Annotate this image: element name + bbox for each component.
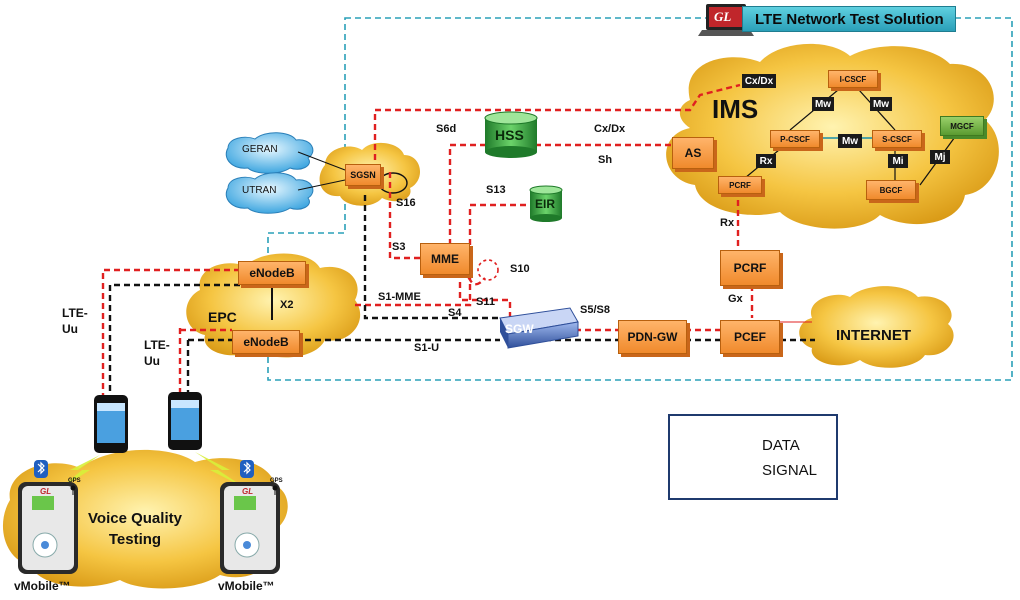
vmobile-logo-right: GL <box>242 487 254 496</box>
iface-gx: Gx <box>728 293 743 305</box>
iface-s6d: S6d <box>436 123 457 135</box>
iface-s1-mme: S1-MME <box>378 291 421 303</box>
vmobile-device-left <box>18 482 78 574</box>
vmobile-logo-left: GL <box>40 487 52 496</box>
legend-data-label: DATA <box>762 437 800 454</box>
iface-s1-u: S1-U <box>414 342 440 354</box>
utran-cloud <box>225 172 314 214</box>
geran-cloud <box>225 132 314 174</box>
legend <box>668 414 838 500</box>
gl-laptop-logo <box>698 4 754 36</box>
iface-cx-dx: Cx/Dx <box>594 123 626 135</box>
node-mgcf[interactable]: MGCF <box>940 116 984 136</box>
node-s-cscf[interactable]: S-CSCF <box>872 130 922 148</box>
tag-mi: Mi <box>888 154 908 168</box>
page-title: LTE Network Test Solution <box>742 6 956 32</box>
iface-s16: S16 <box>396 197 416 209</box>
node-mme[interactable]: MME <box>420 243 470 275</box>
iface-s11: S11 <box>476 296 495 308</box>
node-as[interactable]: AS <box>672 137 714 169</box>
ims-label: IMS <box>712 94 759 124</box>
network-boundary <box>267 17 1013 381</box>
eir-database <box>529 185 563 222</box>
epc-cloud <box>186 253 361 358</box>
tag-mj: Mj <box>930 150 950 164</box>
iface-s5-s8: S5/S8 <box>580 304 610 316</box>
iface-s3: S3 <box>392 241 406 253</box>
node-pcef[interactable]: PCEF <box>720 320 780 354</box>
bluetooth-icon <box>34 460 48 478</box>
iface-x2: X2 <box>280 299 294 311</box>
node-enodeb-top[interactable]: eNodeB <box>238 261 306 285</box>
voice-quality-label-line1: Voice Quality Testing <box>88 510 182 548</box>
epc-label: EPC <box>208 309 237 325</box>
node-pcrf[interactable]: PCRF <box>720 250 780 286</box>
vmobile-label-right: vMobile™ <box>218 579 275 593</box>
phone-right <box>168 392 202 450</box>
iface-sh: Sh <box>598 154 613 166</box>
node-pcrf-ims[interactable]: PCRF <box>718 176 762 194</box>
vmobile-label-left: vMobile™ <box>14 579 71 593</box>
sgw-switch <box>499 307 579 349</box>
iface-lte-uu-left: LTE-Uu <box>62 306 88 336</box>
iface-s4: S4 <box>448 307 462 319</box>
gl-logo-text: GL <box>714 9 732 24</box>
gps-antenna-icon <box>272 485 278 495</box>
node-sgsn[interactable]: SGSN <box>345 164 381 186</box>
node-enodeb-bottom[interactable]: eNodeB <box>232 330 300 354</box>
legend-signal-label: SIGNAL <box>762 462 818 479</box>
bluetooth-icon <box>240 460 254 478</box>
node-p-cscf[interactable]: P-CSCF <box>770 130 820 148</box>
node-bgcf[interactable]: BGCF <box>866 180 916 200</box>
hss-database <box>484 111 538 158</box>
internet-cloud <box>799 286 954 368</box>
tag-mw-right: Mw <box>870 97 892 111</box>
internet-label: INTERNET <box>836 327 911 344</box>
node-eir-label[interactable]: EIR <box>535 197 556 211</box>
wireless-bolt-left <box>58 455 100 490</box>
node-i-cscf[interactable]: I-CSCF <box>828 70 878 88</box>
iface-rx: Rx <box>720 217 735 229</box>
node-pdn-gw[interactable]: PDN-GW <box>618 320 687 354</box>
iface-s13: S13 <box>486 184 506 196</box>
gps-antenna-icon <box>70 485 76 495</box>
gps-label-left: GPS <box>68 478 81 484</box>
tag-mw-left: Mw <box>812 97 834 111</box>
node-hss-label[interactable]: HSS <box>495 127 524 143</box>
gps-label-right: GPS <box>270 478 283 484</box>
tag-cx-dx: Cx/Dx <box>742 74 776 88</box>
iface-lte-uu-right: LTE-Uu <box>144 338 170 368</box>
geran-label: GERAN <box>242 144 278 155</box>
iface-s10: S10 <box>510 263 530 275</box>
vmobile-device-right <box>220 482 280 574</box>
node-sgw-label[interactable]: SGW <box>505 322 534 336</box>
phone-left <box>94 395 128 453</box>
utran-label: UTRAN <box>242 185 277 196</box>
tag-rx: Rx <box>756 154 776 168</box>
tag-mw-mid: Mw <box>838 134 862 148</box>
